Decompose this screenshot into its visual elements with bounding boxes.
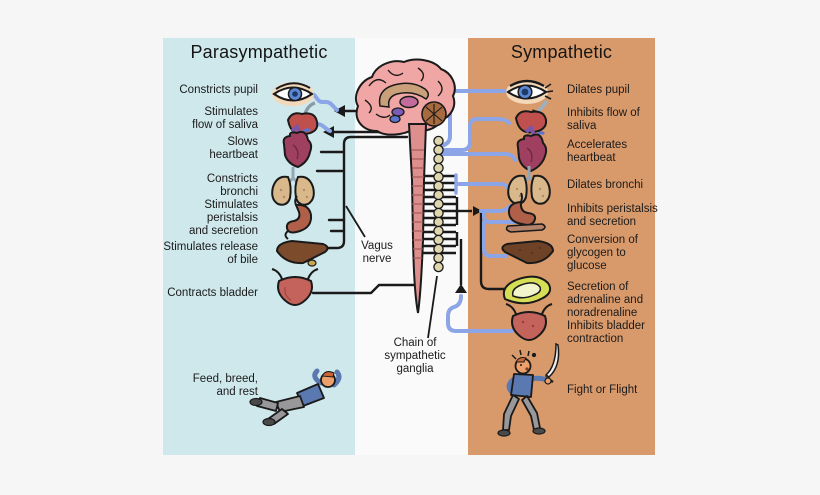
label-feed-breed-rest: Feed, breed, and rest [192,373,258,398]
sympathetic-chain-ganglia [433,135,444,273]
parasympathetic-stomach-icon [284,195,313,240]
parasympathetic-heart-icon [282,123,313,169]
label-accelerates-heartbeat: Accelerates heartbeat [567,139,628,164]
parasympathetic-title: Parasympathetic [190,42,328,62]
label-inhibits-saliva: Inhibits flow of saliva [567,107,640,132]
sympathetic-bladder-icon [505,303,553,341]
sympathetic-title: Sympathetic [510,42,613,62]
sympathetic-panel [468,38,655,455]
relaxed-person-illustration [249,368,342,427]
label-vagus-nerve: Vagus nerve [361,240,393,265]
cerebellum [421,101,447,127]
corpus-callosum [378,82,429,108]
label-inhibits-peristalsis: Inhibits peristalsis and secretion [567,203,658,228]
label-slows-heartbeat: Slows heartbeat [209,136,258,161]
label-adrenaline-secretion: Secretion of adrenaline and noradrenalin… [567,281,644,319]
label-fight-or-flight: Fight or Flight [567,384,638,396]
brain-gyri-lines [364,67,443,118]
parasympathetic-liver-icon [275,239,329,267]
label-contracts-bladder: Contracts bladder [167,287,258,299]
midbrain-structure [391,107,405,117]
label-constricts-pupil: Constricts pupil [179,84,258,96]
sympathetic-salivary-gland-icon [514,99,549,134]
label-dilates-bronchi: Dilates bronchi [567,179,644,191]
sympathetic-lungs-icon [507,166,551,205]
pituitary-structure [389,114,401,124]
label-constricts-bronchi: Constricts bronchi [206,173,258,198]
spinal-segment-stripes [412,149,424,259]
sympathetic-liver-icon [501,239,555,265]
sympathetic-arrowheads [455,206,482,293]
spinal-cord-illustration [407,123,428,314]
cranial-parasympathetic-nerves [311,109,418,295]
label-dilates-pupil: Dilates pupil [567,84,630,96]
label-glycogen-conversion: Conversion of glycogen to glucose [567,234,638,272]
label-stimulates-saliva: Stimulates flow of saliva [192,106,258,131]
thalamus [399,95,419,109]
ganglia-chain-pointer-line [427,275,438,339]
parasympathetic-bladder-icon [271,268,319,306]
fight-or-flight-person-illustration [497,342,560,437]
brain-illustration [354,58,456,136]
parasympathetic-lungs-icon [271,167,315,206]
adrenal-gland-icon [502,275,552,305]
label-chain-of-sympathetic-ganglia: Chain of sympathetic ganglia [384,337,446,375]
label-stimulates-bile: Stimulates release of bile [163,241,258,266]
vagus-nerve-pointer-line [345,205,366,238]
label-inhibits-bladder: Inhibits bladder contraction [567,320,645,345]
sympathetic-eye-icon [506,79,554,104]
label-stimulates-peristalsis: Stimulates peristalsis and secretion [188,199,258,237]
sympathetic-spinal-nerves [413,174,508,291]
alarm-marks [511,349,537,360]
parasympathetic-eye-icon [272,82,314,106]
sympathetic-stomach-icon [505,192,546,233]
sympathetic-heart-icon [516,124,548,173]
